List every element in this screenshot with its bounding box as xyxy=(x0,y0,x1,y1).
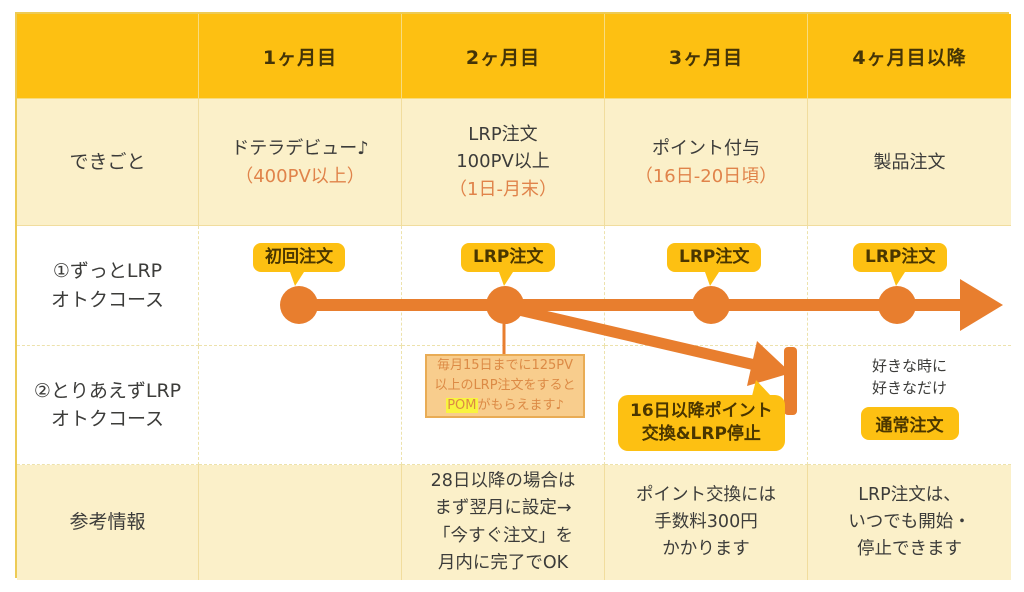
course2-anytime-text: 好きな時に 好きなだけ xyxy=(871,357,947,397)
pom-note-line1: 毎月15日までに125PV xyxy=(436,357,574,373)
lrp-order-bubble-month4: LRP注文 xyxy=(853,243,948,287)
reference-month4-text: LRP注文は、 いつでも開始・ 停止できます xyxy=(848,484,971,560)
events-month2-cell: LRP注文 100PV以上 （1日-月末） xyxy=(402,99,605,226)
events-month1-sub: （400PV以上） xyxy=(235,165,365,187)
header-month-3: 3ヶ月目 xyxy=(605,14,808,99)
events-month3-cell: ポイント付与 （16日-20日頃） xyxy=(605,99,808,226)
header-month-4: 4ヶ月目以降 xyxy=(808,14,1011,99)
reference-month2-text: 28日以降の場合は まず翌月に設定→ 「今すぐ注文」を 月内に完了でOK xyxy=(430,471,576,573)
reference-month3-text: ポイント交換には 手数料300円 かかります xyxy=(636,484,776,560)
reference-month2-cell: 28日以降の場合は まず翌月に設定→ 「今すぐ注文」を 月内に完了でOK xyxy=(402,465,605,580)
events-month2-sub: （1日-月末） xyxy=(449,179,557,201)
events-month4-main: 製品注文 xyxy=(873,151,946,173)
pom-note-box: 毎月15日までに125PV 以上のLRP注文をすると POMがもらえます♪ xyxy=(425,354,585,418)
row-label-course1: ①ずっとLRP オトクコース xyxy=(17,226,199,346)
lrp-order-bubble-month2: LRP注文 xyxy=(461,243,556,287)
reference-month1-cell xyxy=(199,465,402,580)
header-month-1: 1ヶ月目 xyxy=(199,14,402,99)
schedule-table: 1ヶ月目 2ヶ月目 3ヶ月目 4ヶ月目以降 できごと ドテラデビュー♪ （400… xyxy=(15,12,1011,580)
pom-highlight: POM xyxy=(446,398,478,414)
course2-month4-cell: 好きな時に 好きなだけ 通常注文 xyxy=(808,346,1011,465)
lrp-stop-bubble: 16日以降ポイント 交換&LRP停止 xyxy=(618,380,785,451)
first-order-bubble: 初回注文 xyxy=(253,243,345,287)
events-month3-sub: （16日-20日頃） xyxy=(634,165,778,187)
header-month-2: 2ヶ月目 xyxy=(402,14,605,99)
events-month1-main: ドテラデビュー♪ xyxy=(231,137,369,159)
events-month3-main: ポイント付与 xyxy=(652,137,760,159)
normal-order-badge: 通常注文 xyxy=(860,406,959,440)
row-label-events: できごと xyxy=(17,99,199,226)
pom-note-line3: POMがもらえます♪ xyxy=(446,396,564,416)
reference-month4-cell: LRP注文は、 いつでも開始・ 停止できます xyxy=(808,465,1011,580)
events-month4-cell: 製品注文 xyxy=(808,99,1011,226)
lrp-order-bubble-month3: LRP注文 xyxy=(667,243,762,287)
pom-note-line2: 以上のLRP注文をすると xyxy=(434,377,576,393)
course2-month1-cell xyxy=(199,346,402,465)
header-corner-cell xyxy=(17,14,199,99)
events-month2-main: LRP注文 100PV以上 xyxy=(456,124,550,173)
row-label-reference: 参考情報 xyxy=(17,465,199,580)
reference-month3-cell: ポイント交換には 手数料300円 かかります xyxy=(605,465,808,580)
events-month1-cell: ドテラデビュー♪ （400PV以上） xyxy=(199,99,402,226)
pom-note-line3-rest: がもらえます♪ xyxy=(477,398,564,414)
row-label-course2: ②とりあえずLRP オトクコース xyxy=(17,346,199,465)
